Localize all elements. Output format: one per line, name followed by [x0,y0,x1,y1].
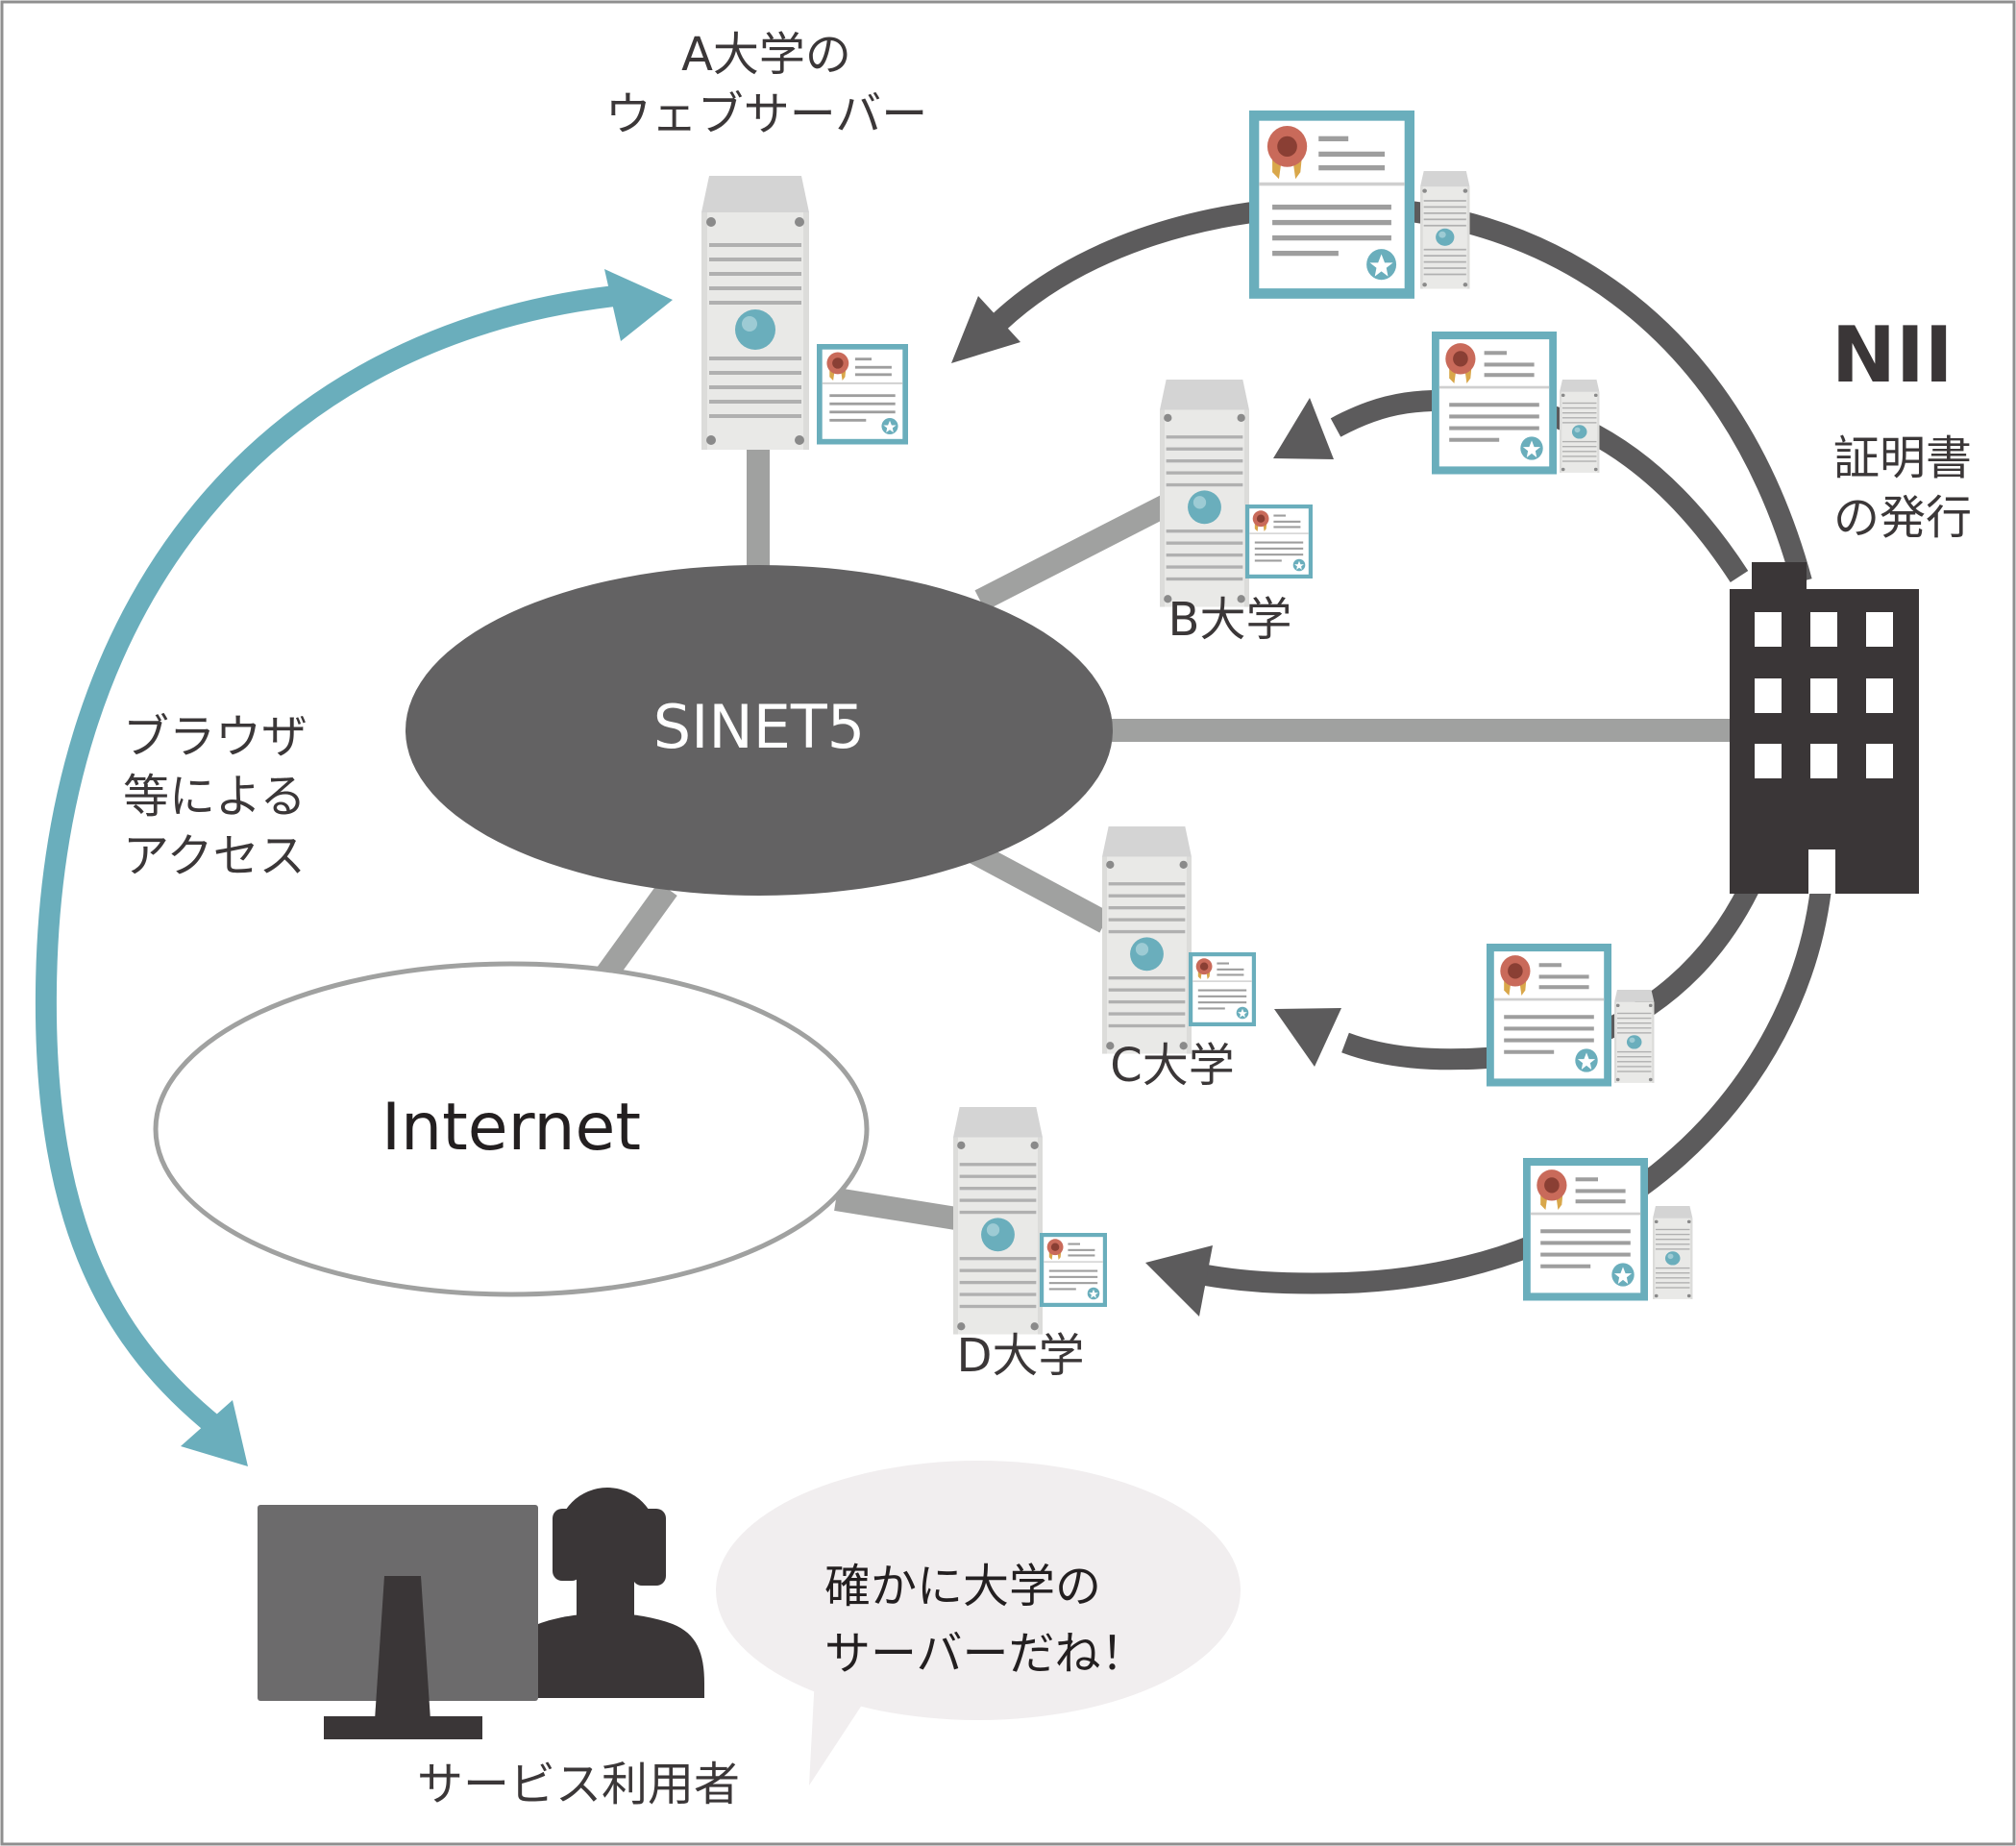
server-a-label: A大学の ウェブサーバー [604,28,928,141]
access-arrowhead-server [604,269,673,341]
certificate-icon-univ-d [1040,1233,1107,1307]
server-b [1160,380,1313,607]
arrowhead-univ-d [1145,1245,1213,1317]
arrowhead-univ-b [1273,398,1334,459]
univ-d-label: D大学 [956,1329,1085,1383]
server-c [1102,826,1256,1054]
nii-arrowheads [951,296,1341,1317]
nii-issue-arcs [992,195,1832,1294]
server-a [701,176,908,450]
issued-cert-2 [1432,332,1600,475]
monitor-icon [258,1505,538,1739]
certificate-icon-univ-b [1245,505,1313,578]
arrowhead-univ-c [1274,1008,1341,1067]
nii-name: NII [1832,310,1954,400]
arrowhead-server-a [951,296,1020,363]
speech-bubble [716,1461,1241,1785]
server-d [953,1107,1107,1335]
certificate-icon-univ-c [1189,952,1256,1026]
arc-to-univ-d [1204,887,1832,1294]
user-label: サービス利用者 [417,1758,741,1811]
internet-cloud [153,961,870,1297]
univ-c-label: C大学 [1110,1039,1235,1093]
access-label: ブラウザ 等による アクセス [123,710,308,883]
issued-cert-3 [1487,944,1655,1087]
browser-access-arrow [35,285,617,1436]
sinet-cloud [406,565,1113,896]
certificate-icon-server-a [817,344,908,445]
univ-b-label: B大学 [1168,593,1292,647]
link-sinet-internet [596,881,677,983]
user-person-icon [533,1488,704,1698]
issued-cert-1 [1249,111,1470,299]
network-links [596,447,1730,1230]
link-sinet-univ-c [965,840,1111,933]
access-arrowhead-user [181,1400,248,1466]
nii-building-icon [1730,562,1919,894]
link-internet-univ-d [834,1188,958,1230]
speech-text: 確かに大学の サーバーだね！ [824,1560,1147,1681]
internet-label: Internet [381,1090,641,1166]
sinet-label: SINET5 [652,692,866,762]
link-sinet-univ-b [974,494,1173,611]
nii-caption: 証明書 の発行 [1833,431,1973,545]
